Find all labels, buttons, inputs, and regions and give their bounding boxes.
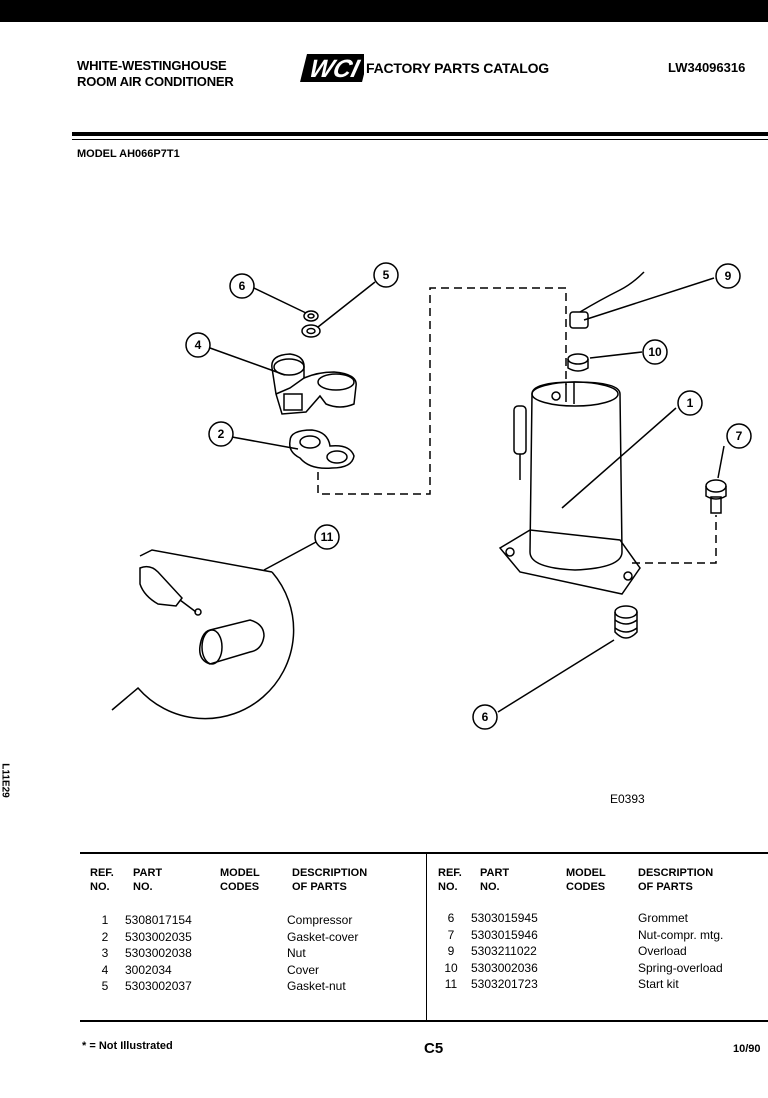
header-rule-thin <box>72 139 768 140</box>
table-rule-bottom <box>80 1020 768 1022</box>
callout-1: 1 <box>687 396 694 410</box>
wci-logo: WCI <box>300 54 364 83</box>
callout-3: 6 <box>239 279 246 293</box>
callout-11: 11 <box>321 530 334 544</box>
table-divider <box>426 852 427 1022</box>
spring-overload-part-10 <box>567 353 589 372</box>
brand-block: WHITE-WESTINGHOUSE ROOM AIR CONDITIONER <box>77 58 234 90</box>
nut-part-3 <box>303 310 319 322</box>
callout-6: 6 <box>482 710 489 724</box>
mount-nut-part-7 <box>705 479 727 514</box>
page-code: C5 <box>424 1040 444 1057</box>
callout-7: 7 <box>736 429 743 443</box>
logo-text: WCI <box>307 55 363 83</box>
revision-date: 10/90 <box>733 1043 761 1055</box>
start-kit-part-11 <box>111 549 295 720</box>
catalog-title: FACTORY PARTS CATALOG <box>366 60 549 76</box>
dashed-link-cover-compressor <box>317 287 567 495</box>
exploded-parts-diagram: 6 5 4 2 1 7 9 10 11 6 <box>111 262 752 730</box>
header-ref-no: REF.NO. <box>90 867 114 893</box>
overload-part-9 <box>569 271 645 329</box>
header-rule-thick <box>72 132 768 136</box>
margin-stamp: L11E29 <box>0 763 11 798</box>
footnote: * = Not Illustrated <box>82 1040 173 1052</box>
callout-5: 5 <box>383 268 390 282</box>
header-ref-no-right: REF.NO. <box>438 867 462 893</box>
top-border-bar <box>0 0 768 22</box>
gasket-nut-part-5 <box>301 324 321 338</box>
brand-name: WHITE-WESTINGHOUSE <box>77 58 227 73</box>
table-rule-top <box>80 852 768 854</box>
grommet-part-6 <box>614 605 638 639</box>
product-line: ROOM AIR CONDITIONER <box>77 74 234 89</box>
cover-part-4 <box>271 353 357 415</box>
diagram-code: E0393 <box>610 792 645 806</box>
leader-lines <box>209 277 725 713</box>
catalog-number: LW34096316 <box>668 60 746 75</box>
callout-4: 4 <box>195 338 202 352</box>
model-number: MODEL AH066P7T1 <box>77 148 180 160</box>
compressor-part-1 <box>498 381 641 595</box>
callout-2: 2 <box>218 427 225 441</box>
callout-9: 9 <box>725 269 732 283</box>
gasket-cover-part-2 <box>288 429 355 470</box>
dashed-link-nut-base <box>632 515 717 564</box>
callout-10: 10 <box>648 345 662 359</box>
callout-circles <box>185 262 752 730</box>
